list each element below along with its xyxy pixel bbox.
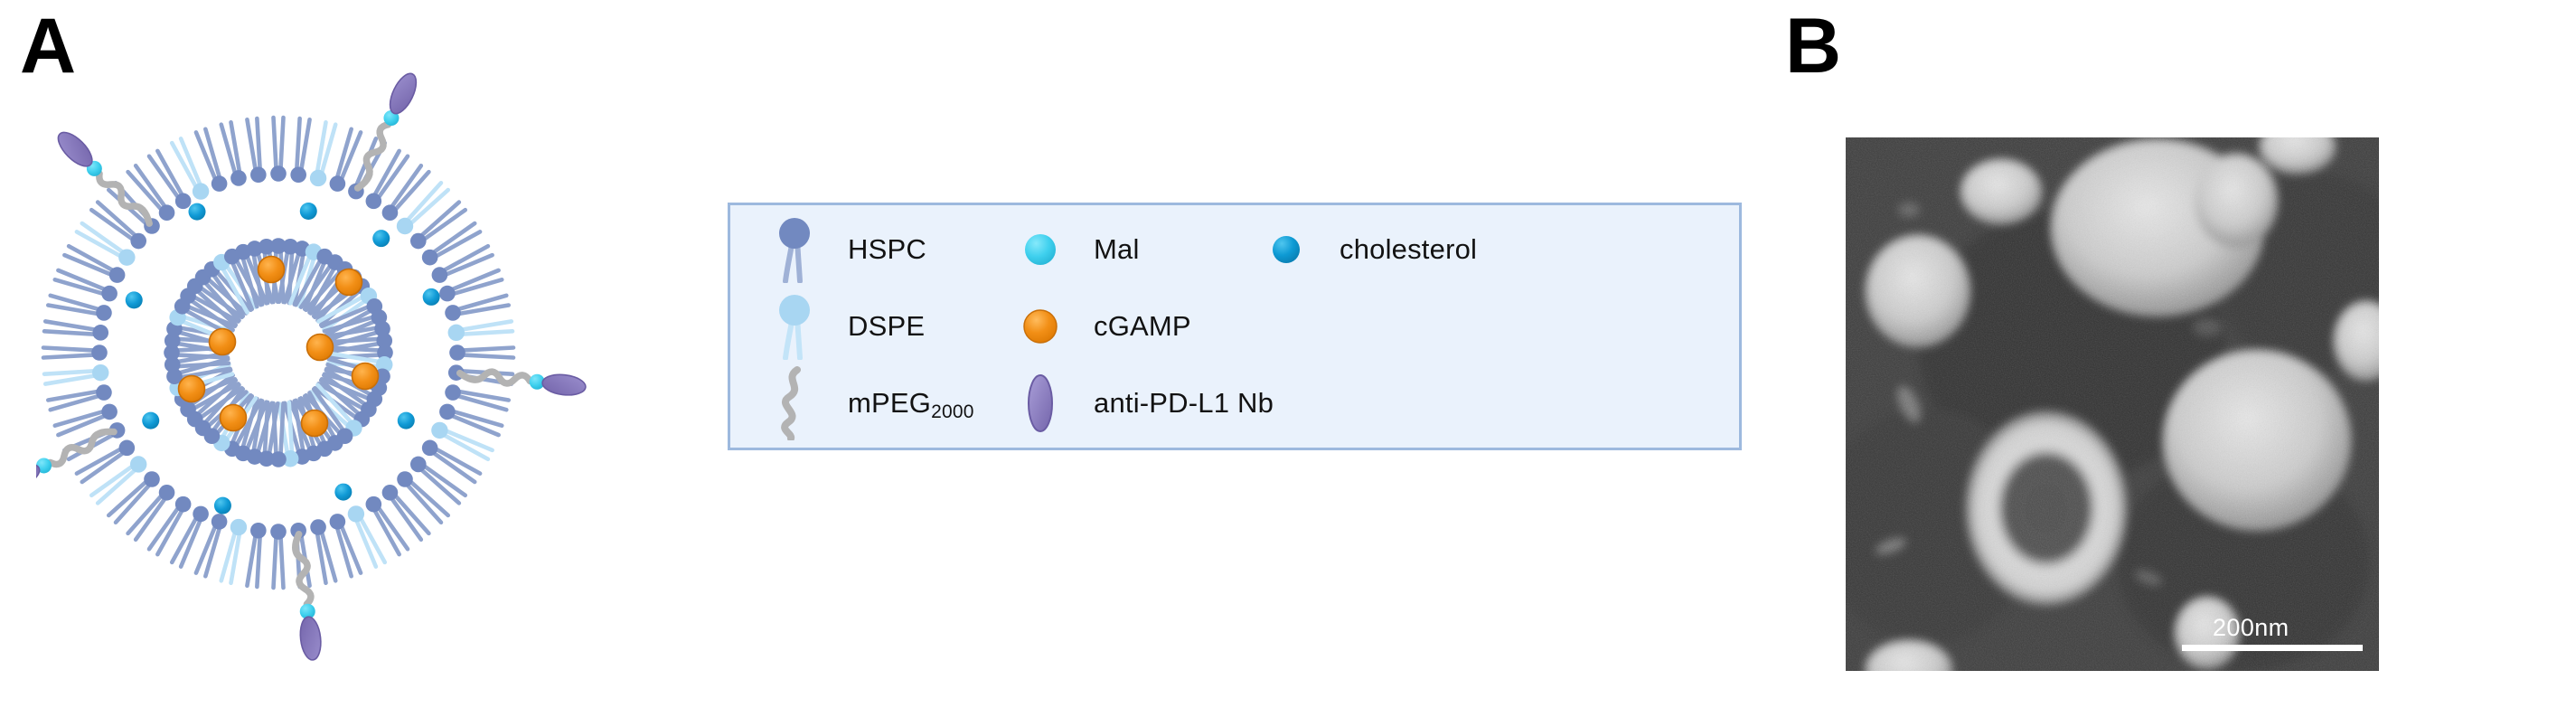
legend-item-hspc: HSPC [765,214,1011,285]
cholesterol-dot-icon [1256,214,1316,285]
liposome-diagram [36,36,723,705]
legend-item-cholesterol: cholesterol [1256,214,1600,285]
legend-item-cgamp: cGAMP [1011,291,1256,362]
panel-b-letter: B [1785,3,1842,90]
bilayer-inner-leaflet [164,238,393,467]
legend-label-cgamp: cGAMP [1094,309,1191,342]
scalebar: 200nm [2182,616,2363,651]
mal-sphere-icon [1011,214,1070,285]
lipid-dark-icon [765,214,824,285]
tem-micrograph: 200nm [1846,137,2379,671]
legend-item-mpeg: mPEG2000 [765,366,1011,441]
component-legend-box: HSPC Mal [728,203,1742,450]
liposome-svg [36,72,587,661]
peg-chain-icon [765,366,824,441]
legend-label-mal: Mal [1094,232,1140,265]
cgamp-sphere-icon [1011,291,1070,362]
bilayer-outer-leaflet [41,115,516,590]
peg-nanobody-group [36,72,587,661]
cgamp-cargo-group [177,255,380,438]
legend-label-mpeg: mPEG2000 [848,387,974,423]
legend-label-cholesterol: cholesterol [1340,232,1478,265]
nanobody-ellipse-icon [1011,368,1070,439]
legend-item-nanobody: anti-PD-L1 Nb [1011,368,1274,439]
tem-image-svg [1846,137,2379,671]
cholesterol-group [125,202,440,514]
legend-item-mal: Mal [1011,214,1256,285]
lipid-light-icon [765,291,824,362]
legend-label-nanobody: anti-PD-L1 Nb [1094,387,1274,420]
legend-label-hspc: HSPC [848,232,926,265]
mpeg-text: mPEG [848,387,932,420]
legend-label-dspe: DSPE [848,309,926,342]
legend-item-dspe: DSPE [765,291,1011,362]
scalebar-line [2182,645,2363,651]
panel-a-letter: A [20,3,77,90]
scalebar-label: 200nm [2213,614,2289,641]
mpeg-subscript: 2000 [931,401,974,423]
